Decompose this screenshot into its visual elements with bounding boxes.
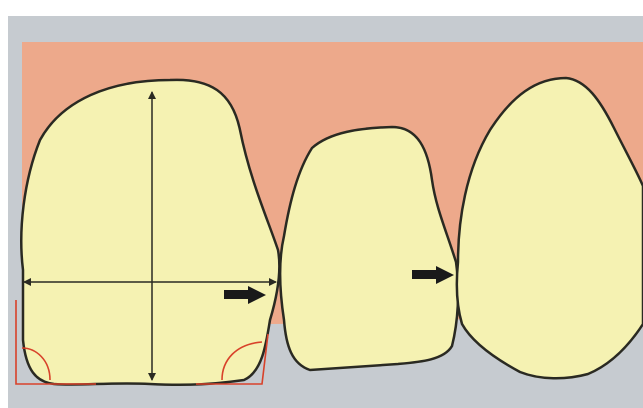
frame-top-band	[8, 16, 643, 42]
left-gray-margin	[8, 16, 22, 408]
